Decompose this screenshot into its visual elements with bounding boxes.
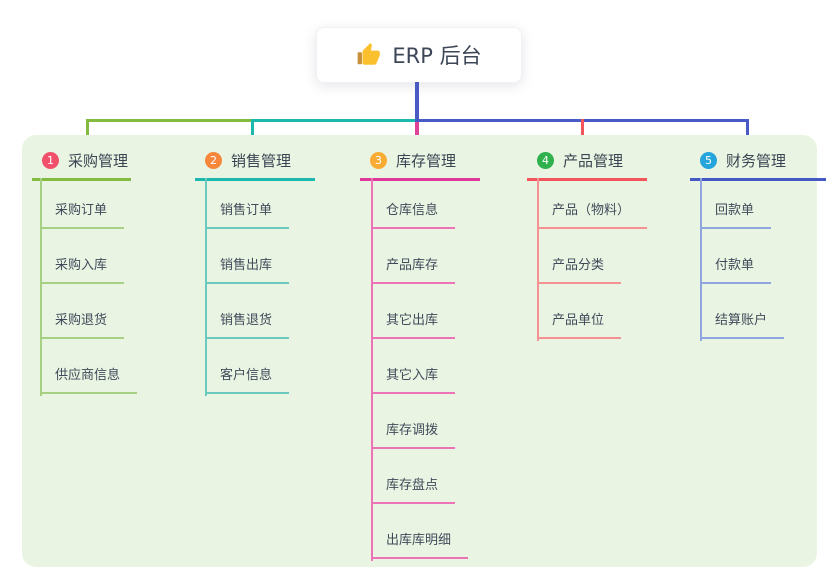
branch-label: 库存管理 — [396, 151, 457, 170]
child-label[interactable]: 回款单 — [700, 199, 772, 229]
branch-child-connector — [205, 178, 207, 396]
child-label[interactable]: 供应商信息 — [40, 364, 138, 394]
root-label: ERP 后台 — [392, 44, 482, 68]
branch-number-badge: 2 — [205, 151, 222, 169]
child-node[interactable]: 结算账户 — [700, 284, 785, 339]
branch-label: 销售管理 — [231, 151, 292, 170]
branch-label: 财务管理 — [726, 151, 787, 170]
branch-label: 产品管理 — [563, 151, 624, 170]
child-node[interactable]: 销售订单 — [205, 178, 290, 229]
child-label[interactable]: 其它入库 — [371, 364, 456, 394]
child-label[interactable]: 采购订单 — [40, 199, 125, 229]
branch-node-inventory[interactable]: 3 库存管理 — [360, 147, 481, 181]
child-label[interactable]: 付款单 — [700, 254, 772, 284]
child-label[interactable]: 销售出库 — [205, 254, 290, 284]
child-node[interactable]: 其它入库 — [371, 339, 468, 394]
branch-node-purchase[interactable]: 1 采购管理 — [32, 147, 132, 181]
branch-child-connector — [40, 178, 42, 396]
child-node[interactable]: 出库库明细 — [371, 504, 469, 559]
child-label[interactable]: 产品（物料） — [537, 199, 648, 229]
thumbs-up-icon — [358, 43, 381, 65]
child-label[interactable]: 销售退货 — [205, 309, 290, 339]
child-node[interactable]: 产品分类 — [537, 229, 647, 284]
child-node[interactable]: 回款单 — [700, 178, 784, 229]
branch-children-product: 产品（物料） 产品分类 产品单位 — [537, 178, 648, 339]
branch-number-badge: 1 — [42, 151, 59, 169]
child-label[interactable]: 客户信息 — [205, 364, 290, 394]
connector-drop-product — [581, 119, 584, 145]
branch-number-badge: 4 — [537, 151, 554, 169]
child-label[interactable]: 其它出库 — [371, 309, 456, 339]
child-node[interactable]: 库存盘点 — [371, 449, 468, 504]
branch-children-purchase: 采购订单 采购入库 采购退货 供应商信息 — [40, 178, 138, 394]
child-label[interactable]: 结算账户 — [700, 309, 785, 339]
child-label[interactable]: 产品库存 — [371, 254, 456, 284]
branch-number-badge: 5 — [700, 151, 717, 169]
child-node[interactable]: 库存调拨 — [371, 394, 468, 449]
branch-child-connector — [371, 178, 373, 561]
branch-children-sales: 销售订单 销售出库 销售退货 客户信息 — [205, 178, 290, 394]
branch-node-product[interactable]: 4 产品管理 — [527, 147, 648, 181]
branch-number-badge: 3 — [370, 151, 387, 169]
connector-bus-sales — [252, 119, 416, 122]
child-node[interactable]: 销售退货 — [205, 284, 290, 339]
connector-drop-finance — [746, 119, 749, 145]
child-label[interactable]: 仓库信息 — [371, 199, 456, 229]
connector-drop-sales — [251, 119, 254, 145]
child-label[interactable]: 产品单位 — [537, 309, 622, 339]
branch-children-finance: 回款单 付款单 结算账户 — [700, 178, 785, 339]
child-label[interactable]: 采购入库 — [40, 254, 125, 284]
child-node[interactable]: 产品单位 — [537, 284, 647, 339]
child-label[interactable]: 采购退货 — [40, 309, 125, 339]
child-node[interactable]: 客户信息 — [205, 339, 290, 394]
child-node[interactable]: 销售出库 — [205, 229, 290, 284]
connector-root-vertical — [415, 82, 419, 122]
branch-node-finance[interactable]: 5 财务管理 — [690, 147, 827, 181]
branch-label: 采购管理 — [68, 151, 129, 170]
branch-child-connector — [537, 178, 539, 341]
branch-node-sales[interactable]: 2 销售管理 — [195, 147, 316, 181]
connector-drop-inventory — [415, 122, 419, 145]
root-node[interactable]: ERP 后台 — [316, 27, 522, 83]
child-label[interactable]: 销售订单 — [205, 199, 290, 229]
child-label[interactable]: 库存盘点 — [371, 474, 456, 504]
child-node[interactable]: 付款单 — [700, 229, 784, 284]
branch-children-inventory: 仓库信息 产品库存 其它出库 其它入库 库存调拨 库存盘点 出库库明细 — [371, 178, 469, 559]
child-node[interactable]: 仓库信息 — [371, 178, 468, 229]
child-node[interactable]: 采购入库 — [40, 229, 137, 284]
child-node[interactable]: 供应商信息 — [40, 339, 138, 394]
child-node[interactable]: 其它出库 — [371, 284, 468, 339]
child-label[interactable]: 出库库明细 — [371, 529, 469, 559]
child-label[interactable]: 产品分类 — [537, 254, 622, 284]
child-node[interactable]: 采购退货 — [40, 284, 137, 339]
child-node[interactable]: 产品（物料） — [537, 178, 648, 229]
branches-panel — [22, 135, 817, 567]
connector-drop-purchase — [86, 119, 89, 145]
connector-bus-purchase — [86, 119, 253, 122]
branch-child-connector — [700, 178, 702, 341]
child-label[interactable]: 库存调拨 — [371, 419, 456, 449]
child-node[interactable]: 产品库存 — [371, 229, 468, 284]
child-node[interactable]: 采购订单 — [40, 178, 137, 229]
